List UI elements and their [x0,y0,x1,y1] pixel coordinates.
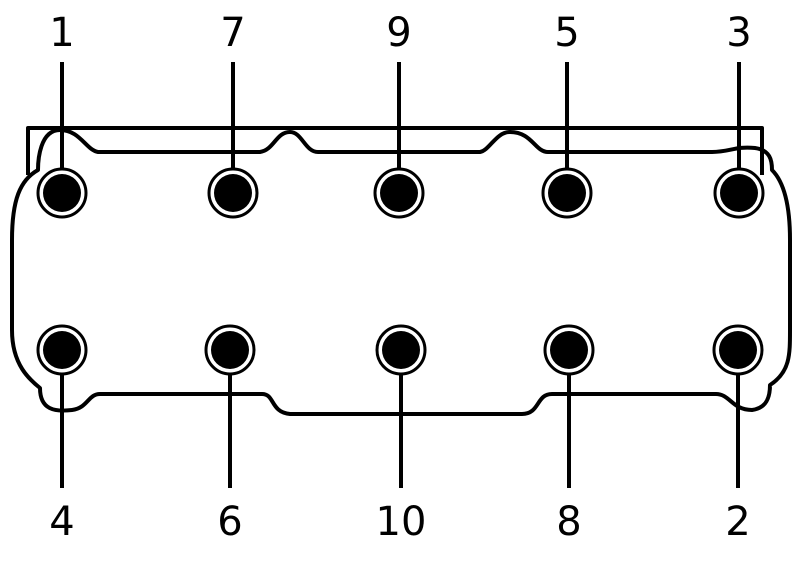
bolt-bottom-2 [712,324,764,376]
label-top-5: 5 [554,10,579,56]
label-bottom-4: 4 [49,499,74,545]
bolt-top-1 [36,167,88,219]
bolt-holes [36,167,765,376]
bottom-row-labels: 4 6 10 8 2 [49,499,750,545]
label-bottom-8: 8 [556,499,581,545]
bolt-top-5 [541,167,593,219]
label-top-7: 7 [220,10,245,56]
leader-lines [60,62,741,488]
label-top-9: 9 [386,10,411,56]
label-top-3: 3 [726,10,751,56]
cylinder-head-outline [10,126,792,416]
bolt-bottom-6 [204,324,256,376]
bolt-bottom-10 [375,324,427,376]
label-top-1: 1 [49,10,74,56]
bolt-top-7 [207,167,259,219]
label-bottom-6: 6 [217,499,242,545]
bolt-top-9 [373,167,425,219]
bolt-bottom-8 [543,324,595,376]
bolt-top-3 [713,167,765,219]
label-bottom-2: 2 [725,499,750,545]
label-bottom-10: 10 [376,499,427,545]
bolt-bottom-4 [36,324,88,376]
top-row-labels: 1 7 9 5 3 [49,10,751,56]
